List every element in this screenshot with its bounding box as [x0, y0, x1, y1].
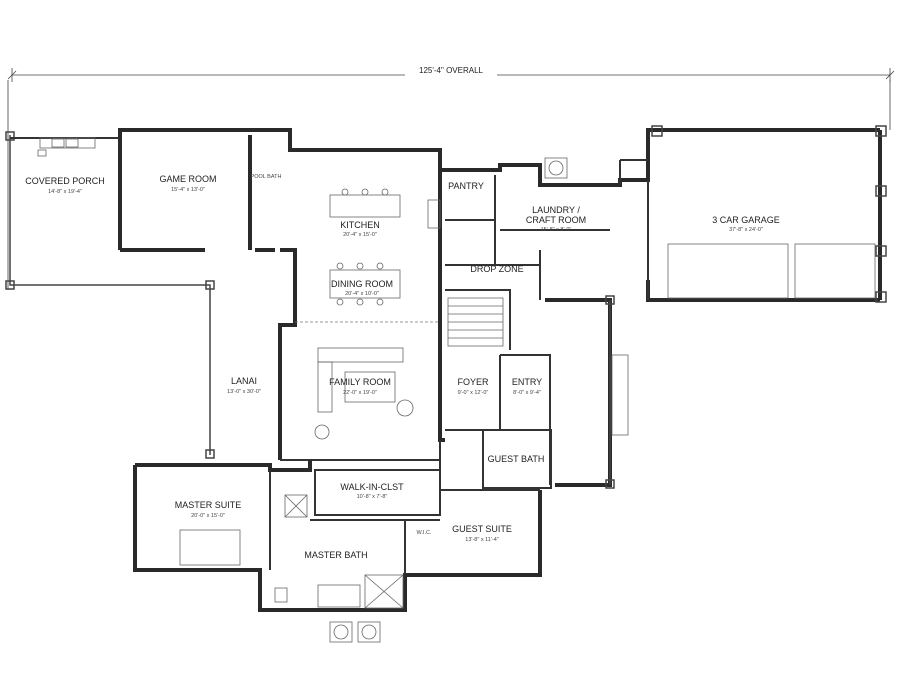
- lanai-label: LANAI: [231, 376, 257, 386]
- drop-zone-label: DROP ZONE: [470, 264, 523, 274]
- game-room-label: GAME ROOM: [159, 174, 216, 184]
- garage-doors: [619, 159, 876, 300]
- lower-wing-walls: [133, 460, 542, 612]
- laundry-label: LAUNDRY /: [532, 205, 580, 215]
- family-room-label: FAMILY ROOM: [329, 377, 391, 387]
- covered-porch-dims: 14'-8" x 19'-4": [48, 189, 82, 195]
- exterior-walls: [118, 125, 887, 490]
- covered-porch-area: [5, 131, 215, 459]
- walk-in-closet-label: WALK-IN-CLST: [340, 482, 404, 492]
- kitchen-island: [329, 188, 441, 229]
- pool-bath-label: POOL BATH: [251, 174, 282, 180]
- wic-label: W.I.C.: [417, 530, 432, 536]
- overall-dimension-line: 125'-4" OVERALL: [7, 64, 895, 290]
- guest-suite-label: GUEST SUITE: [452, 524, 512, 534]
- laundry-label-2: CRAFT ROOM: [526, 215, 586, 225]
- kitchen-label: KITCHEN: [340, 220, 380, 230]
- pantry-label: PANTRY: [448, 181, 484, 191]
- kitchen-dims: 20'-4" x 15'-0": [343, 232, 377, 238]
- dining-table: [329, 262, 401, 306]
- foyer-dims: 9'-0" x 12'-0": [458, 390, 489, 396]
- room-labels: COVERED PORCH 14'-8" x 19'-4" GAME ROOM …: [25, 174, 780, 560]
- lanai-dims: 13'-0" x 30'-0": [227, 389, 261, 395]
- master-suite-dims: 20'-0" x 15'-0": [191, 513, 225, 519]
- guest-bath-label: GUEST BATH: [488, 454, 545, 464]
- foyer-label: FOYER: [457, 377, 489, 387]
- dining-room-label: DINING ROOM: [331, 279, 393, 289]
- covered-porch-label: COVERED PORCH: [25, 176, 105, 186]
- garage-label: 3 CAR GARAGE: [712, 215, 780, 225]
- master-bath-label: MASTER BATH: [304, 550, 367, 560]
- dining-room-dims: 20'-4" x 10'-0": [345, 291, 379, 297]
- family-room-furniture: [314, 347, 414, 440]
- family-room-dims: 22'-0" x 19'-0": [343, 390, 377, 396]
- entry-dims: 8'-0" x 9'-4": [513, 390, 541, 396]
- entry-label: ENTRY: [512, 377, 542, 387]
- front-porch: [605, 295, 629, 489]
- garage-dims: 37'-8" x 24'-0": [729, 227, 763, 233]
- stairs: [447, 297, 504, 347]
- ac-units: [329, 157, 568, 643]
- game-room-dims: 15'-4" x 13'-0": [171, 187, 205, 193]
- overall-dimension-label: 125'-4" OVERALL: [419, 66, 484, 75]
- master-suite-label: MASTER SUITE: [175, 500, 242, 510]
- walk-in-closet-dims: 10'-8" x 7'-8": [357, 494, 388, 500]
- laundry-dims: 15'-8" x 8'-0": [541, 227, 572, 233]
- guest-suite-dims: 13'-8" x 11'-4": [465, 537, 498, 543]
